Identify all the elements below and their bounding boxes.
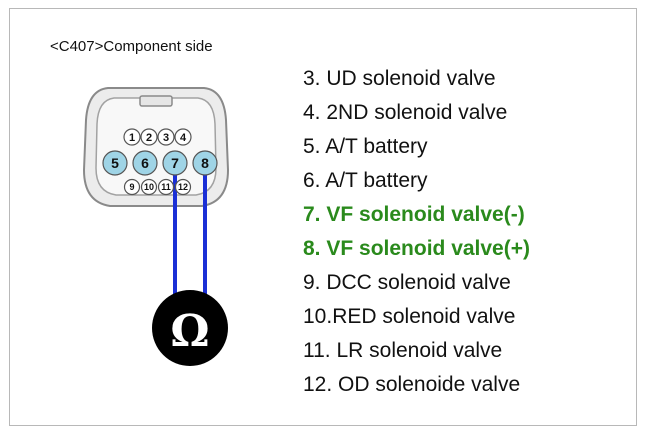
connector-pin-label: 2 (146, 132, 152, 144)
connector-pin-6: 6 (132, 150, 158, 176)
connector-pin-label: 3 (163, 132, 169, 144)
connector-pin-12: 12 (174, 178, 192, 196)
pin-description-item: 11. LR solenoid valve (303, 339, 503, 362)
connector-pin-label: 1 (129, 132, 135, 144)
connector-pin-7: 7 (162, 150, 188, 176)
connector-pin-2: 2 (140, 128, 158, 146)
figure-frame (9, 8, 637, 426)
connector-pin-9: 9 (123, 178, 141, 196)
connector-pin-3: 3 (157, 128, 175, 146)
connector-pin-label: 12 (178, 182, 188, 192)
pin-description-item: 6. A/T battery (303, 169, 428, 192)
pin-description-item: 3. UD solenoid valve (303, 67, 496, 90)
connector-pin-label: 8 (201, 155, 209, 171)
connector-pin-label: 10 (144, 182, 154, 192)
pin-description-list: 3. UD solenoid valve 4. 2ND solenoid valv… (303, 62, 530, 402)
connector-pin-label: 11 (161, 182, 171, 192)
pin-description-item: 8. VF solenoid valve(+) (303, 237, 530, 260)
connector-pin-label: 4 (180, 132, 187, 144)
ohm-symbol: Ω (170, 306, 209, 357)
connector-pin-8: 8 (192, 150, 218, 176)
connector-pin-11: 11 (157, 178, 175, 196)
connector-title: <C407>Component side (50, 38, 213, 55)
connector-pin-4: 4 (174, 128, 192, 146)
connector-pin-label: 6 (141, 155, 149, 171)
connector-pin-label: 9 (129, 182, 134, 192)
connector-pin-5: 5 (102, 150, 128, 176)
connector-housing (82, 87, 230, 207)
pin-description-item: 5. A/T battery (303, 135, 428, 158)
pin-description-item: 4. 2ND solenoid valve (303, 101, 508, 124)
connector-pin-label: 5 (111, 155, 119, 171)
connector-pin-1: 1 (123, 128, 141, 146)
ohmmeter: Ω (152, 290, 228, 366)
pin-description-item: 7. VF solenoid valve(-) (303, 203, 525, 226)
pin-description-item: 10.RED solenoid valve (303, 305, 516, 328)
connector-pin-10: 10 (140, 178, 158, 196)
pin-row-bottom: 9 10 11 12 (123, 178, 192, 196)
pin-description-item: 12. OD solenoide valve (303, 373, 521, 396)
pin-description-item: 9. DCC solenoid valve (303, 271, 511, 294)
pin-row-middle: 5 6 7 8 (102, 150, 218, 176)
connector-pin-label: 7 (171, 155, 179, 171)
